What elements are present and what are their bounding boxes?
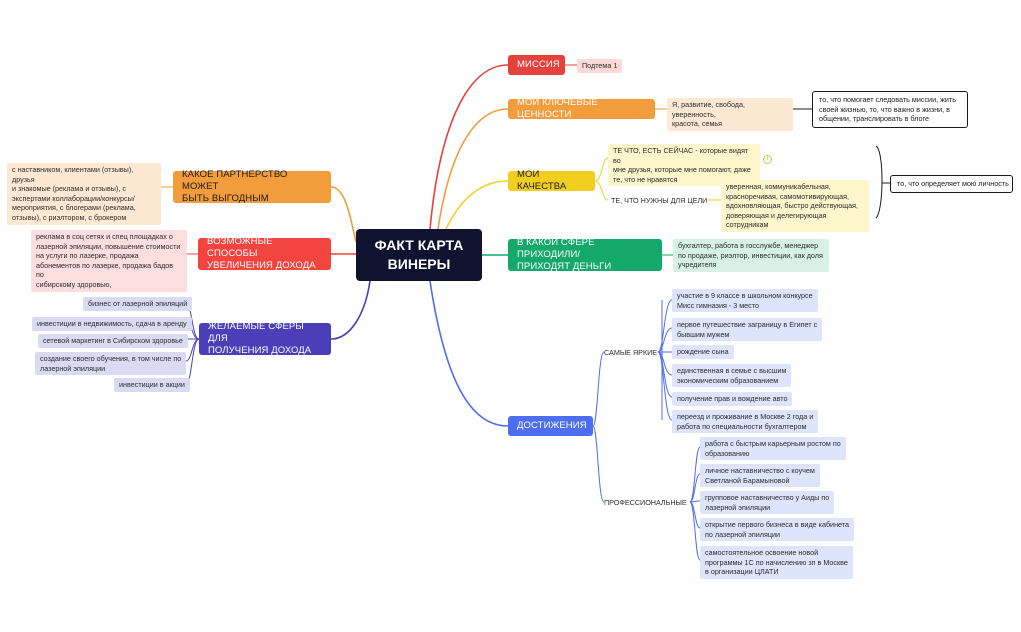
bright-achievement-2[interactable]: первое путешествие заграницу в Египет с … <box>672 318 823 342</box>
professional-achievement-1[interactable]: работа с быстрым карьерным ростом по обр… <box>700 437 846 461</box>
subtopic-qualities-goal[interactable]: уверенная, коммуникабельная, красноречив… <box>721 180 869 232</box>
topic-key-values[interactable]: МОИ КЛЮЧЕВЫЕ ЦЕННОСТИ <box>508 97 655 120</box>
central-topic[interactable]: ФАКТ КАРТА ВИНЕРЫ <box>356 229 482 281</box>
note-values[interactable]: то, что помогает следовать миссии, жить … <box>812 91 968 128</box>
link-prof-5 <box>689 501 701 561</box>
topic-desired-spheres[interactable]: ЖЕЛАЕМЫЕ СФЕРЫ ДЛЯ ПОЛУЧЕНИЯ ДОХОДА <box>199 321 331 356</box>
link-prof-2 <box>689 473 701 503</box>
link-qualities-goal <box>594 180 609 201</box>
desired-sphere-item-2[interactable]: инвестиции в недвижимость, сдача в аренд… <box>32 317 192 331</box>
subtopic-income-sphere[interactable]: бухгалтер, работа в госслужбе, менеджер … <box>673 239 829 272</box>
info-circle-icon[interactable]: i <box>763 155 772 164</box>
bright-achievement-6[interactable]: переезд и проживание в Москве 2 года и р… <box>672 410 819 434</box>
topic-income-sphere[interactable]: В КАКОЙ СФЕРЕ ПРИХОДИЛИ/ ПРИХОДЯТ ДЕНЬГИ <box>508 237 662 272</box>
professional-achievement-2[interactable]: личное наставничество с коучем Светланой… <box>700 464 820 488</box>
subtopic-professional-label[interactable]: ПРОФЕССИОНАЛЬНЫЕ <box>604 498 687 507</box>
subtopic-mission-1[interactable]: Подтема 1 <box>577 59 623 73</box>
professional-achievement-5[interactable]: самостоятельное освоение новой программы… <box>700 546 853 579</box>
link-values <box>437 108 509 230</box>
link-bright-2 <box>657 327 673 353</box>
link-bright-1 <box>657 299 673 353</box>
link-prof <box>592 425 605 503</box>
desired-sphere-item-4[interactable]: создание своего обучения, в том числе по… <box>35 352 187 376</box>
link-qualities-now <box>594 157 609 182</box>
topic-achievements[interactable]: ДОСТИЖЕНИЯ <box>508 416 593 436</box>
note-qualities-brace <box>875 145 883 219</box>
bright-achievement-1[interactable]: участие в 9 классе в школьном конкурсе М… <box>672 289 818 313</box>
link-achievements <box>429 280 509 427</box>
desired-sphere-item-5[interactable]: инвестиции в акции <box>114 378 190 392</box>
link-qualities <box>445 180 509 230</box>
subtopic-values[interactable]: Я, развитие, свобода, уверенность, красо… <box>667 98 793 131</box>
link-prof-3 <box>689 500 701 503</box>
subtopic-income-ways[interactable]: реклама в соц сетях и спец площадках о л… <box>31 230 187 292</box>
bright-achievement-5[interactable]: получение прав и вождение авто <box>672 392 793 406</box>
subtopic-partnership[interactable]: с наставником, клиентами (отзывы), друзь… <box>7 163 161 225</box>
note-qualities[interactable]: то, что определяет мою личность <box>890 175 1013 193</box>
bright-achievement-3[interactable]: рождение сына <box>672 345 734 359</box>
topic-qualities[interactable]: МОИ КАЧЕСТВА <box>508 169 595 192</box>
subtopic-qualities-goal-label[interactable]: ТЕ, ЧТО НУЖНЫ ДЛЯ ЦЕЛИ <box>611 196 708 205</box>
topic-partnership[interactable]: КАКОЕ ПАРТНЕРСТВО МОЖЕТ БЫТЬ ВЫГОДНЫМ <box>173 169 331 204</box>
desired-sphere-item-3[interactable]: сетевой маркетинг в Сибирском здоровье <box>38 334 188 348</box>
link-bright <box>592 351 605 427</box>
link-mission <box>429 64 509 230</box>
desired-sphere-item-1[interactable]: бизнес от лазерной эпиляций <box>83 297 193 311</box>
professional-achievement-3[interactable]: групповое наставничество у Аиды по лазер… <box>700 491 835 515</box>
subtopic-qualities-now[interactable]: ТЕ ЧТО, ЕСТЬ СЕЙЧАС - которые видят во м… <box>608 144 760 187</box>
link-desired <box>330 280 371 340</box>
subtopic-brightest-label[interactable]: САМЫЕ ЯРКИЕ <box>604 348 658 357</box>
link-partnership <box>330 186 357 243</box>
link-bright-6 <box>657 351 673 421</box>
topic-income-ways[interactable]: ВОЗМОЖНЫЕ СПОСОБЫ УВЕЛИЧЕНИЯ ДОХОДА <box>198 236 331 271</box>
bright-achievement-4[interactable]: единственная в семье с высшим экономичес… <box>672 364 792 388</box>
topic-mission[interactable]: МИССИЯ <box>508 55 565 75</box>
professional-achievement-4[interactable]: открытие первого бизнеса в виде кабинета… <box>700 518 855 542</box>
